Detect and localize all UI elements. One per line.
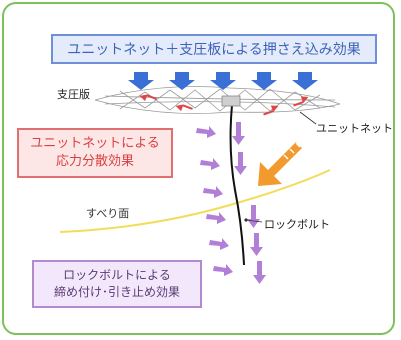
purple-arrow: [250, 233, 263, 256]
purple-arrow: [196, 126, 216, 138]
red-arrow: [291, 96, 309, 107]
purple-arrow: [200, 158, 220, 170]
stress-dispersion-box: ユニットネットによる 応力分散効果: [17, 128, 173, 178]
unit-net-leader: [299, 111, 317, 125]
rock-bolt-label: ロックボルト: [264, 218, 330, 231]
purple-arrow: [206, 212, 226, 224]
blue-arrow: [210, 72, 236, 90]
blue-arrow: [251, 72, 277, 90]
pressing-arrows: [128, 72, 318, 90]
anchoring-effect-line2: 締め付け･引き止め効果: [53, 285, 180, 299]
rock-bolt-leader: [245, 219, 263, 223]
red-arrow: [139, 94, 157, 105]
pressing-effect-title-box: ユニットネット＋支圧板による押さえ込み効果: [51, 34, 377, 64]
purple-arrow: [213, 264, 233, 276]
anchoring-effect-line1: ロックボルトによる: [63, 268, 171, 282]
red-arrow: [175, 104, 193, 115]
stress-dispersion-line1: ユニットネットによる: [30, 136, 160, 151]
blue-arrow: [128, 72, 154, 90]
stress-dispersion-line2: 応力分散効果: [55, 154, 134, 169]
purple-arrow: [209, 238, 229, 250]
purple-arrow: [234, 152, 247, 175]
red-arrow: [261, 105, 279, 116]
slip-plane-label: すべり面: [86, 207, 130, 220]
purple-arrow: [232, 122, 245, 145]
purple-arrow: [203, 186, 223, 198]
pressing-effect-title: ユニットネット＋支圧板による押さえ込み効果: [67, 42, 361, 58]
anchoring-effect-box: ロックボルトによる 締め付け･引き止め効果: [32, 260, 202, 308]
blue-arrow: [169, 72, 195, 90]
support-plate: [221, 95, 241, 107]
blue-arrow: [292, 72, 318, 90]
orange-arrow: [258, 138, 302, 186]
rock-bolt: [229, 104, 245, 266]
unit-net-label: ユニットネット: [316, 122, 393, 135]
purple-arrow: [253, 261, 266, 284]
spread-arrows: [139, 94, 309, 116]
support-plate-label: 支圧版: [57, 88, 90, 101]
purple-arrow: [247, 205, 260, 228]
anchor-arrows-left: [196, 126, 233, 276]
slip-plane-line: [59, 169, 331, 233]
anchor-arrows-right: [232, 122, 266, 284]
rock-bolt-leader-dot: [244, 218, 248, 222]
